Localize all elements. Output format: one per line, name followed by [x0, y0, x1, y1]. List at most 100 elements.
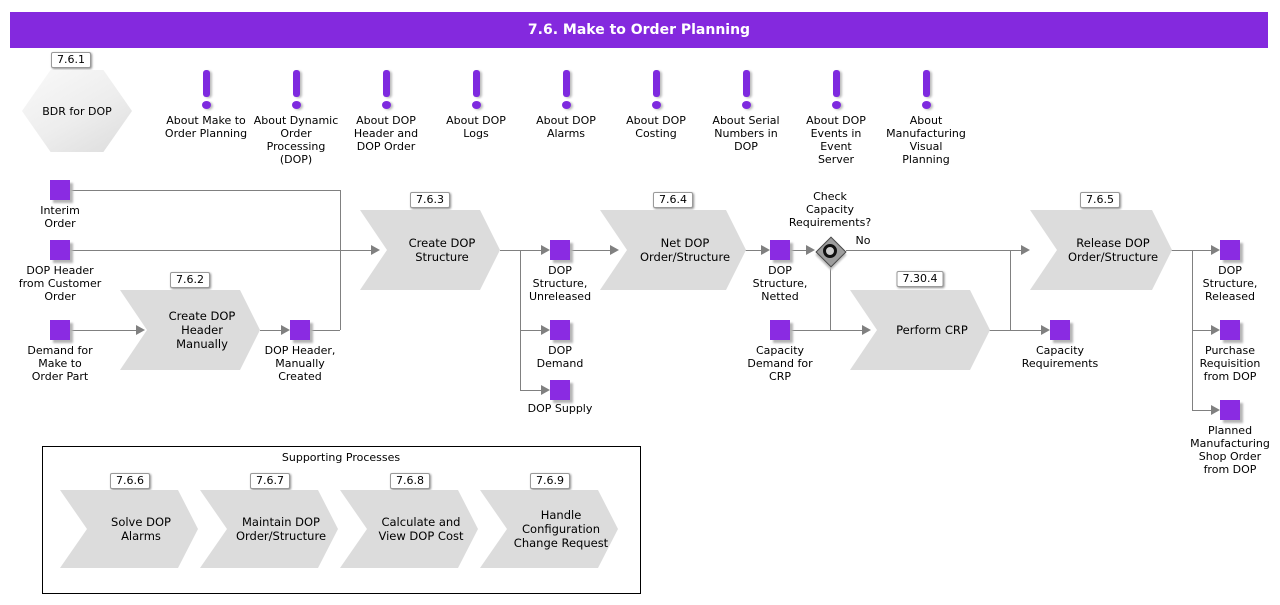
about-dop-events-in-event-server[interactable]: About DOP Events in Event Server — [788, 70, 884, 166]
doc-label: DOP Header from Customer Order — [18, 264, 102, 303]
about-label: About DOP Costing — [626, 114, 686, 140]
process-number-badge[interactable]: 7.6.7 — [250, 473, 290, 489]
arrowhead-icon — [541, 325, 550, 335]
process-release-dop-order-structure[interactable]: Release DOP Order/Structure — [1030, 210, 1172, 290]
process-net-dop-order-structure[interactable]: Net DOP Order/Structure — [600, 210, 746, 290]
process-create-dop-structure[interactable]: Create DOP Structure — [360, 210, 500, 290]
process-number-badge[interactable]: 7.6.5 — [1080, 192, 1120, 208]
process-label: Net DOP Order/Structure — [639, 236, 731, 264]
bdr-for-dop-hexagon[interactable]: BDR for DOP — [22, 70, 132, 152]
about-dop-alarms[interactable]: About DOP Alarms — [518, 70, 614, 140]
process-label: Solve DOP Alarms — [111, 515, 171, 543]
process-label: Calculate and View DOP Cost — [378, 515, 464, 543]
about-manufacturing-visual-planning[interactable]: About Manufacturing Visual Planning — [878, 70, 974, 166]
process-number-badge[interactable]: 7.30.4 — [896, 271, 944, 287]
doc-label: DOP Supply — [527, 402, 593, 415]
connector — [520, 330, 541, 331]
process-number-badge[interactable]: 7.6.2 — [170, 272, 210, 288]
doc-label: DOP Demand — [536, 344, 584, 370]
connector — [830, 266, 831, 330]
bdr-label: BDR for DOP — [42, 104, 112, 118]
about-label: About DOP Events in Event Server — [806, 114, 866, 166]
doc-label: DOP Structure, Netted — [752, 264, 808, 303]
arrowhead-icon — [541, 245, 550, 255]
exclamation-dot-icon — [561, 101, 571, 109]
exclamation-dot-icon — [381, 101, 391, 109]
exclamation-icon — [742, 70, 750, 97]
doc-label: DOP Header, Manually Created — [264, 344, 336, 383]
doc-label: Purchase Requisition from DOP — [1199, 344, 1261, 383]
doc-capacity-requirements[interactable] — [1050, 320, 1070, 340]
connector — [340, 190, 341, 330]
process-label: Release DOP Order/Structure — [1067, 236, 1159, 264]
doc-dop-header-from-customer-order[interactable] — [50, 240, 70, 260]
process-number-badge[interactable]: 7.6.8 — [390, 473, 430, 489]
about-serial-numbers-in-dop[interactable]: About Serial Numbers in DOP — [698, 70, 794, 153]
doc-capacity-demand-for-crp[interactable] — [770, 320, 790, 340]
connector — [988, 330, 1041, 331]
connector — [520, 250, 521, 390]
about-dynamic-order-processing[interactable]: About Dynamic Order Processing (DOP) — [248, 70, 344, 166]
about-dop-costing[interactable]: About DOP Costing — [608, 70, 704, 140]
arrowhead-icon — [806, 245, 815, 255]
decision-no-label: No — [855, 234, 871, 247]
about-dop-logs[interactable]: About DOP Logs — [428, 70, 524, 140]
process-label: Create DOP Header Manually — [168, 309, 236, 351]
exclamation-dot-icon — [921, 101, 931, 109]
doc-dop-structure-netted[interactable] — [770, 240, 790, 260]
arrowhead-icon — [1211, 405, 1220, 415]
process-label: Perform CRP — [896, 323, 968, 337]
doc-label: Planned Manufacturing Shop Order from DO… — [1190, 424, 1270, 476]
exclamation-dot-icon — [291, 101, 301, 109]
doc-purchase-requisition-from-dop[interactable] — [1220, 320, 1240, 340]
doc-dop-demand[interactable] — [550, 320, 570, 340]
process-number-badge[interactable]: 7.6.9 — [530, 473, 570, 489]
connector — [70, 190, 340, 191]
doc-dop-structure-unreleased[interactable] — [550, 240, 570, 260]
arrowhead-icon — [1041, 325, 1050, 335]
about-label: About DOP Alarms — [536, 114, 596, 140]
arrowhead-icon — [1021, 245, 1030, 255]
connector — [70, 330, 136, 331]
doc-planned-manufacturing-shop-order-from-dop[interactable] — [1220, 400, 1240, 420]
doc-label: Capacity Requirements — [1021, 344, 1099, 370]
doc-interim-order[interactable] — [50, 180, 70, 200]
exclamation-dot-icon — [831, 101, 841, 109]
arrowhead-icon — [761, 245, 770, 255]
exclamation-icon — [922, 70, 930, 97]
connector — [310, 330, 340, 331]
exclamation-dot-icon — [651, 101, 661, 109]
doc-label: DOP Structure, Unreleased — [528, 264, 592, 303]
about-label: About Make to Order Planning — [164, 114, 248, 140]
about-make-to-order-planning[interactable]: About Make to Order Planning — [158, 70, 254, 140]
arrowhead-icon — [136, 325, 145, 335]
process-number-badge[interactable]: 7.6.1 — [51, 52, 91, 68]
connector — [520, 390, 541, 391]
process-number-badge[interactable]: 7.6.6 — [110, 473, 150, 489]
decision-question-label: Check Capacity Requirements? — [788, 190, 872, 229]
decision-ring-icon — [823, 244, 837, 258]
doc-demand-for-make-to-order-part[interactable] — [50, 320, 70, 340]
about-label: About Dynamic Order Processing (DOP) — [253, 114, 339, 166]
arrowhead-icon — [281, 325, 290, 335]
doc-dop-header-manually-created[interactable] — [290, 320, 310, 340]
exclamation-icon — [562, 70, 570, 97]
connector-no-branch — [846, 250, 1021, 251]
process-number-badge[interactable]: 7.6.4 — [653, 192, 693, 208]
process-number-badge[interactable]: 7.6.3 — [410, 192, 450, 208]
about-dop-header-and-dop-order[interactable]: About DOP Header and DOP Order — [338, 70, 434, 153]
about-label: About Serial Numbers in DOP — [712, 114, 780, 153]
doc-dop-supply[interactable] — [550, 380, 570, 400]
process-handle-configuration-change-request[interactable]: Handle Configuration Change Request — [480, 490, 618, 568]
supporting-processes-title: Supporting Processes — [281, 451, 401, 464]
connector — [790, 250, 806, 251]
process-perform-crp[interactable]: Perform CRP — [850, 290, 990, 370]
arrowhead-icon — [371, 245, 380, 255]
process-label: Maintain DOP Order/Structure — [235, 515, 327, 543]
page-title: 7.6. Make to Order Planning — [10, 12, 1268, 48]
arrowhead-icon — [1211, 245, 1220, 255]
process-label: Handle Configuration Change Request — [513, 508, 609, 550]
doc-dop-structure-released[interactable] — [1220, 240, 1240, 260]
connector — [70, 250, 371, 251]
